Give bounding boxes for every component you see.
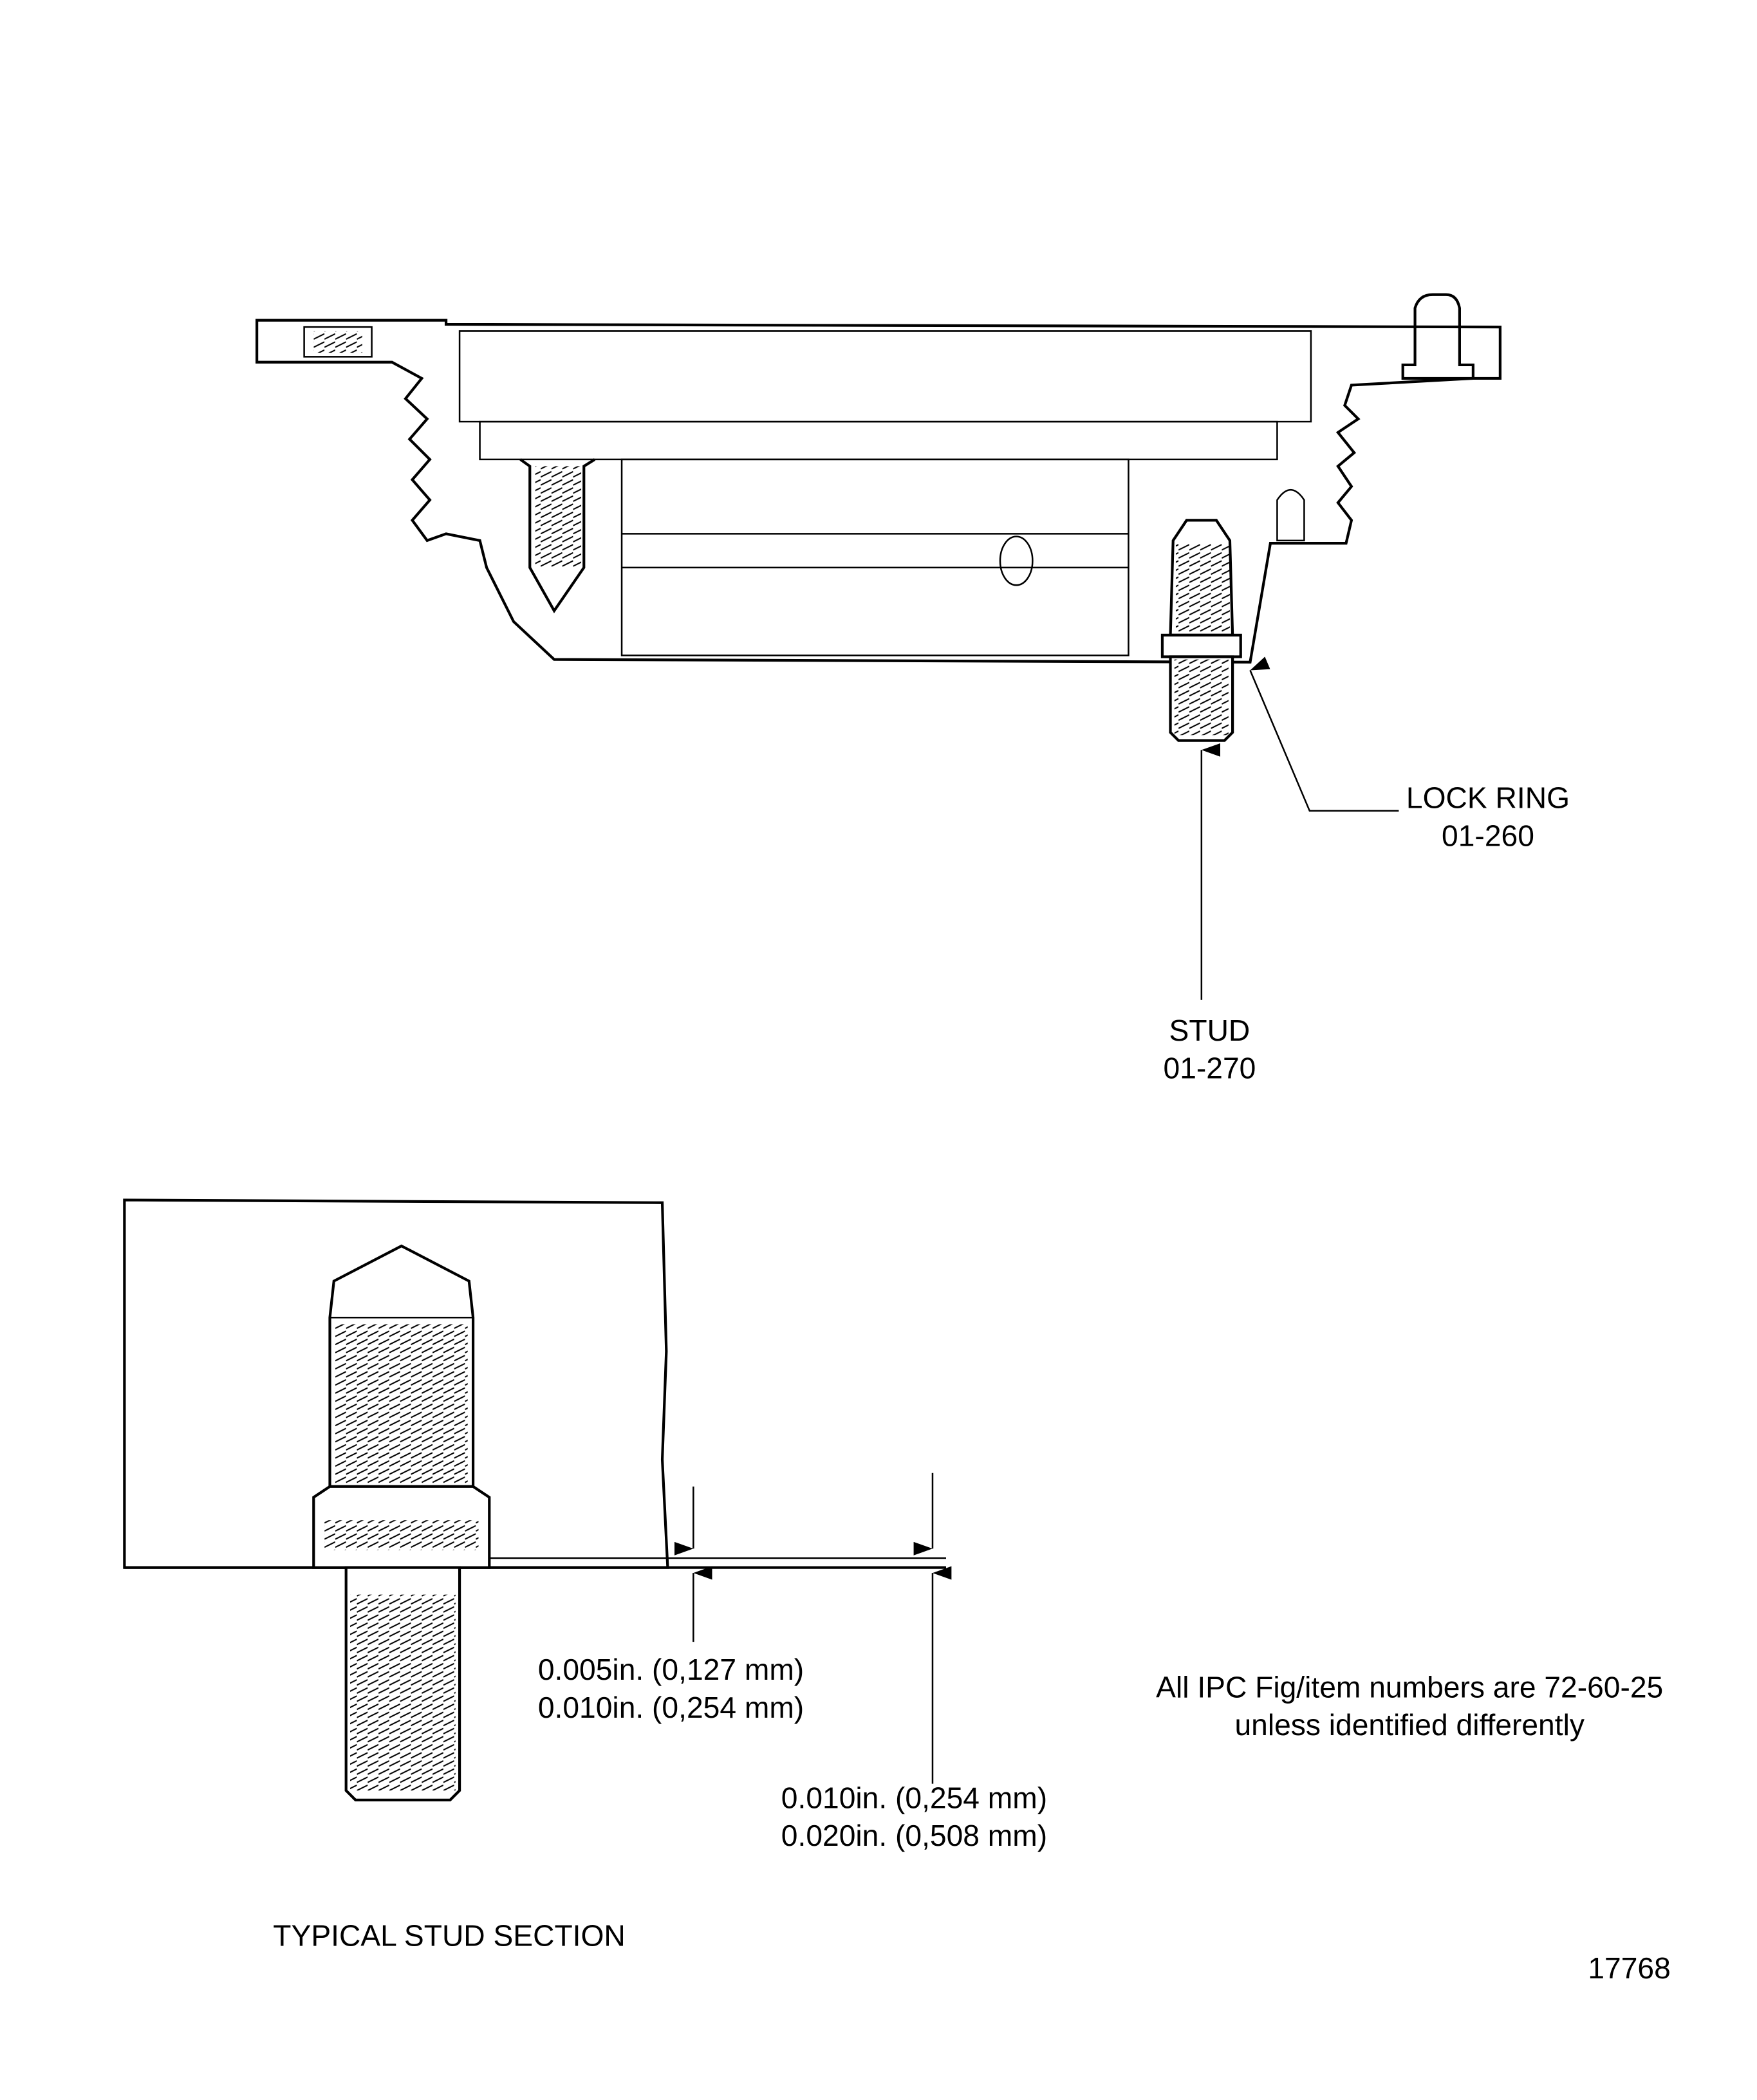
- figure-number: 17768: [1588, 1951, 1670, 1985]
- dimension-text-1a: 0.005in. (0,127 mm): [538, 1653, 804, 1686]
- dimension-text-2b: 0.020in. (0,508 mm): [781, 1819, 1047, 1852]
- lock-ring-label: LOCK RING: [1406, 781, 1570, 815]
- housing-section-view: [256, 293, 1501, 664]
- section-title: TYPICAL STUD SECTION: [273, 1919, 625, 1953]
- dimension-text-1b: 0.010in. (0,254 mm): [538, 1691, 804, 1724]
- dimension-arrows: [674, 1473, 952, 1784]
- stud-in-housing: [1160, 519, 1242, 742]
- typical-stud-section-detail: [123, 1198, 946, 1801]
- lock-ring-leader-line: [1249, 656, 1399, 812]
- ipc-note-line-2: unless identified differently: [1234, 1708, 1584, 1742]
- lock-ring-item-number: 01-260: [1442, 819, 1534, 852]
- stud-label: STUD: [1169, 1014, 1250, 1047]
- ipc-note-line-1: All IPC Fig/item numbers are 72-60-25: [1156, 1670, 1663, 1704]
- dimension-text-2a: 0.010in. (0,254 mm): [781, 1781, 1047, 1814]
- stud-item-number: 01-270: [1164, 1052, 1256, 1085]
